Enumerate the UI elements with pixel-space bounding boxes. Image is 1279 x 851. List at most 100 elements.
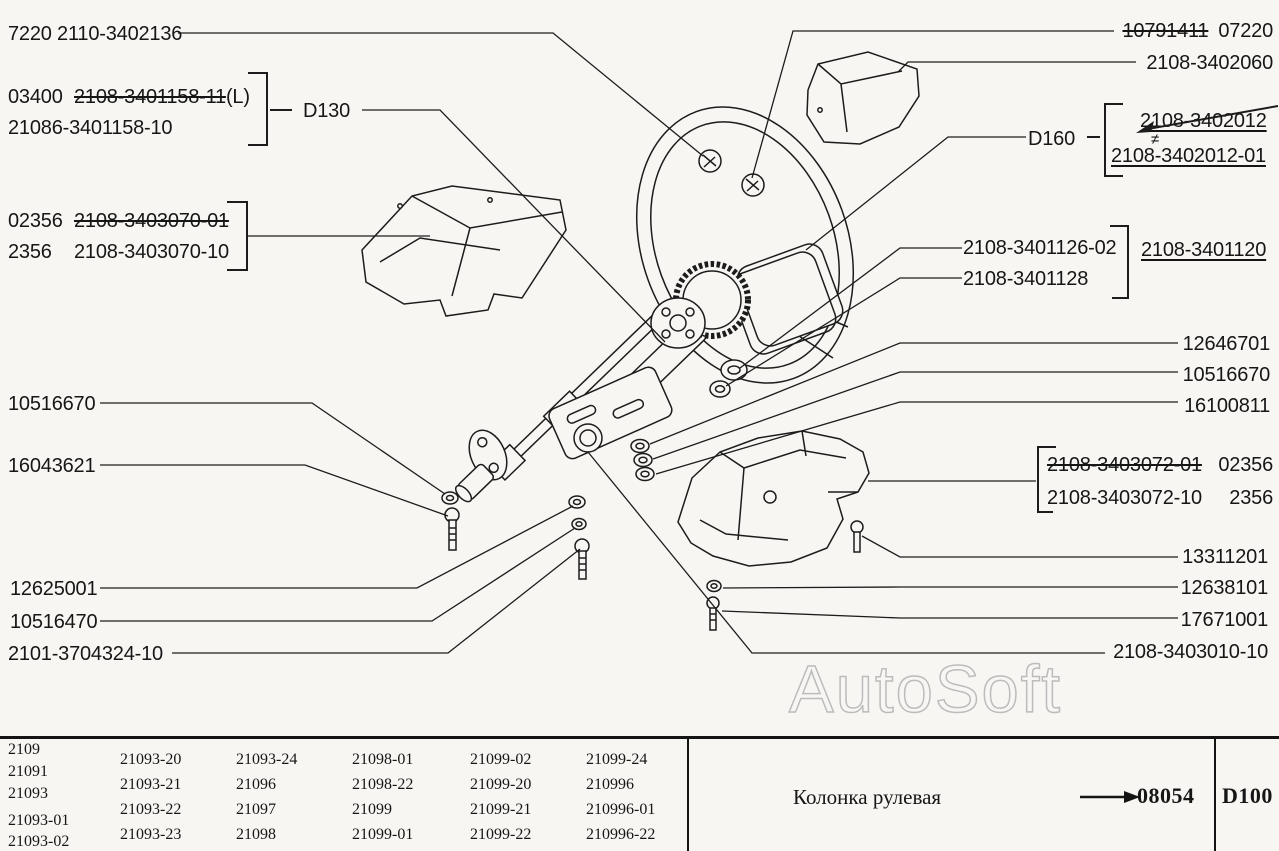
table-divider — [687, 739, 689, 851]
not-equal-sign: ≠ — [1151, 131, 1160, 148]
mounting-bracket — [548, 366, 673, 460]
callout-13311201: 13311201 — [1182, 546, 1268, 568]
callout-16043621: 16043621 — [8, 455, 96, 477]
callout-3401128: 2108-3401128 — [963, 268, 1089, 290]
applicability-model: 21093-20 — [120, 751, 182, 768]
applicability-model: 21099-01 — [352, 826, 414, 843]
applicability-model: 21093 — [8, 785, 48, 802]
applicability-model: 21099-02 — [470, 751, 532, 768]
applicability-model: 21098 — [236, 826, 276, 843]
washer-stack — [630, 438, 655, 482]
leader-line — [100, 464, 449, 517]
table-divider — [1214, 739, 1216, 851]
leader-line — [100, 527, 576, 622]
applicability-model: 21099-22 — [470, 826, 532, 843]
callout-3403070-01: 02356 2108-3403070-01 — [8, 210, 229, 232]
callout-2101-3704324-10: 2101-3704324-10 — [8, 643, 163, 665]
leader-line — [587, 451, 1105, 654]
callout-10791411-07220: 10791411 07220 — [1122, 20, 1273, 42]
struck-part-number: 2108-3403072-01 — [1047, 454, 1202, 476]
lower-fastener-group — [706, 579, 722, 631]
applicability-model: 21093-22 — [120, 801, 182, 818]
callout-12646701: 12646701 — [1182, 333, 1271, 355]
struck-part-number: 2108-3401158-11 — [74, 86, 226, 108]
column-hub-assembly — [650, 243, 844, 355]
leader-line — [897, 61, 1136, 73]
sheet-ref: D100 — [1222, 783, 1273, 808]
applicability-model: 21093-21 — [120, 776, 182, 793]
applicability-model: 21099-20 — [470, 776, 532, 793]
leader-line — [649, 342, 1178, 445]
bracket-d130-group — [248, 72, 268, 146]
bracket-3401120-group — [1110, 225, 1129, 299]
callout-10516670-right: 10516670 — [1182, 364, 1271, 386]
suffix: (L) — [225, 86, 250, 108]
table-top-border — [0, 736, 1279, 739]
leader-line — [751, 30, 1114, 179]
applicability-model: 21093-23 — [120, 826, 182, 843]
callout-10516470: 10516470 — [10, 611, 98, 633]
applicability-model: 21093-24 — [236, 751, 298, 768]
leader-lines — [100, 30, 1178, 654]
callout-16100811: 16100811 — [1184, 395, 1270, 417]
sheet-title: Колонка рулевая — [793, 785, 942, 809]
applicability-model: 21098-01 — [352, 751, 414, 768]
applicability-model: 21099-24 — [586, 751, 648, 768]
callout-3403010-10: 2108-3403010-10 — [1113, 641, 1268, 663]
watermark-text: AutoSoft — [789, 652, 1062, 727]
leader-line — [100, 402, 446, 495]
lower-column-cover — [677, 430, 870, 567]
callout-3401120-group: 2108-3401120 — [1141, 239, 1267, 261]
applicability-model: 2109 — [8, 741, 40, 758]
leader-line — [655, 401, 1178, 475]
upper-column-cover — [361, 185, 567, 317]
wheel-nut — [741, 173, 765, 197]
applicability-model: 210996-01 — [586, 801, 656, 818]
callout-d160: D160 — [1028, 128, 1076, 150]
part-number: 2108-3403070-10 — [74, 241, 229, 263]
leader-line — [861, 535, 1178, 558]
callout-17671001: 17671001 — [1180, 609, 1269, 631]
grouping-brackets — [227, 72, 1129, 513]
universal-joint — [454, 429, 527, 503]
part-number: 07220 — [1218, 20, 1273, 42]
callout-3402012-01: 2108-3402012-01 — [1111, 145, 1266, 167]
code-suffix: 2356 — [1229, 487, 1273, 509]
callout-2110-3402136: 7220 2110-3402136 — [8, 23, 183, 45]
callout-3402012-old: 2108-3402012 — [1140, 110, 1267, 132]
horn-cover — [806, 51, 920, 145]
right-arrow-icon — [1080, 791, 1140, 803]
struck-part-number: 2108-3403070-01 — [74, 210, 229, 232]
callout-12625001: 12625001 — [10, 578, 98, 600]
leader-line — [652, 371, 1178, 460]
leader-line — [725, 277, 962, 387]
applicability-model: 21099-21 — [470, 801, 532, 818]
code-suffix: 02356 — [1218, 454, 1273, 476]
leader-line — [805, 136, 1026, 251]
left-fastener-group — [441, 491, 460, 551]
bracket-d160-group — [1104, 103, 1123, 177]
struck-part-number: 10791411 — [1122, 20, 1209, 42]
wheel-nut — [698, 149, 722, 173]
applicability-model: 21097 — [236, 801, 276, 818]
callout-3401126-02: 2108-3401126-02 — [963, 237, 1117, 259]
cover-bolt — [850, 520, 864, 553]
callout-3401158-10: 21086-3401158-10 — [8, 117, 173, 139]
applicability-model: 21096 — [236, 776, 276, 793]
callout-3401158-11: 03400 2108-3401158-11(L) — [8, 86, 250, 108]
applicability-model: 21099 — [352, 801, 392, 818]
leader-line — [722, 586, 1178, 589]
callout-3402060: 2108-3402060 — [1146, 52, 1273, 74]
applicability-model: 21098-22 — [352, 776, 414, 793]
code-prefix: 02356 — [8, 210, 63, 232]
leader-line — [172, 548, 581, 654]
bracket-3403072-group — [1037, 446, 1056, 513]
code-prefix: 03400 — [8, 86, 63, 108]
applicability-model: 210996-22 — [586, 826, 656, 843]
callout-3403072-01: 2108-3403072-01 02356 — [1047, 454, 1273, 476]
callout-d130: D130 — [303, 100, 351, 122]
